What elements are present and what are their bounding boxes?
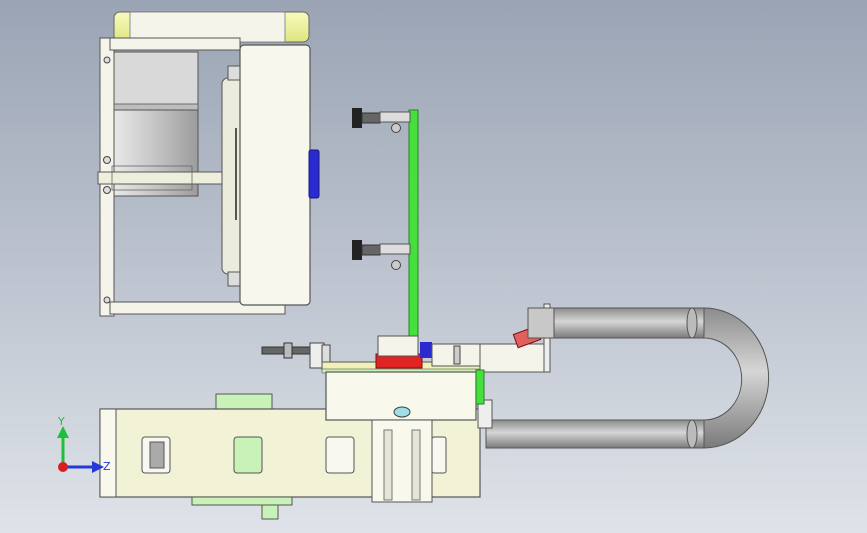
suction-rail-assembly	[352, 108, 419, 343]
z-axis-head	[92, 461, 104, 473]
y-axis-head	[57, 426, 69, 438]
u-pipe	[485, 307, 770, 449]
z-axis-label: Z	[103, 460, 111, 473]
green-window	[233, 436, 263, 474]
motor-frame-assembly	[97, 11, 320, 317]
x-axis-origin	[58, 462, 68, 472]
coordinate-triad: Y Z	[57, 415, 111, 473]
green-top-block	[215, 393, 273, 411]
shaft-bar	[97, 171, 239, 185]
frame-top-bar	[109, 37, 241, 51]
blue-knob	[308, 149, 320, 199]
upper-suction-cup	[352, 108, 411, 133]
base-body	[99, 369, 493, 520]
y-axis-label: Y	[57, 415, 65, 428]
green-rail	[408, 109, 419, 343]
lower-suction-cup	[352, 240, 411, 270]
stepper-motor-body	[113, 51, 199, 111]
frame-bottom-bar	[109, 301, 286, 315]
slide-assembly	[261, 303, 551, 374]
mounting-plate	[239, 44, 311, 306]
